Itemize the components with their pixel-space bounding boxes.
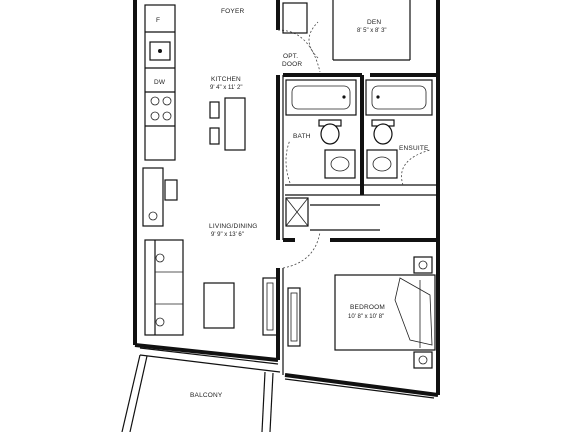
den-door-swing <box>308 21 319 59</box>
desk-chair <box>164 179 178 201</box>
desk <box>142 167 164 227</box>
lamp-icon <box>148 211 158 221</box>
room-label-ensuite: ENSUITE <box>399 145 429 152</box>
cooktop-icon <box>150 96 172 121</box>
side-table-icon <box>155 253 165 263</box>
room-label-living: LIVING/DINING <box>209 223 257 230</box>
toilet-icon <box>371 119 395 145</box>
bath-vanity <box>324 149 356 179</box>
shower <box>365 79 433 116</box>
exterior-walls <box>133 0 440 399</box>
shower-drain-icon <box>376 95 380 99</box>
opt-door-swing <box>277 29 321 73</box>
closet <box>285 197 309 227</box>
kitchen-counter <box>144 4 176 161</box>
opt-door-label-line2: DOOR <box>282 61 302 68</box>
stool <box>209 101 220 119</box>
living-door-swing <box>282 231 321 269</box>
nightstand <box>413 351 433 369</box>
bath-door-swing <box>285 139 291 184</box>
dishwasher-label: DW <box>154 79 166 86</box>
room-label-den: DEN <box>367 19 381 26</box>
nightstand <box>413 256 433 274</box>
room-dims-bedroom: 10' 8" x 10' 8" <box>348 314 384 320</box>
bed <box>334 274 436 351</box>
dresser <box>287 287 301 347</box>
coffee-table <box>203 282 235 329</box>
room-label-foyer: FOYER <box>221 8 244 15</box>
balcony-railing <box>121 354 281 432</box>
kitchen-island <box>224 97 246 151</box>
room-dims-kitchen: 9' 4" x 11' 2" <box>210 85 242 91</box>
nightstand-lamp-icon <box>418 260 428 270</box>
bathtub-inner <box>291 85 351 110</box>
nightstand-lamp-icon <box>418 355 428 365</box>
ensuite-door-swing <box>401 149 431 186</box>
room-dims-den: 8' 5" x 8' 3" <box>357 28 387 34</box>
room-label-bedroom: BEDROOM <box>350 304 385 311</box>
toilet-icon <box>318 119 342 145</box>
den-shelf <box>282 2 308 34</box>
room-label-balcony: BALCONY <box>190 392 223 399</box>
opt-door-label-line1: OPT. <box>283 53 298 60</box>
side-table-icon <box>155 317 165 327</box>
room-label-kitchen: KITCHEN <box>211 76 241 83</box>
tv-console <box>262 277 278 336</box>
room-dims-living: 9' 9" x 13' 6" <box>211 232 244 238</box>
room-label-bath: BATH <box>293 133 311 140</box>
shower-inner <box>371 85 427 110</box>
sofa <box>144 239 184 336</box>
tub-drain-icon <box>342 95 346 99</box>
sink-drain-icon <box>158 49 162 53</box>
fridge-label: F <box>156 17 160 24</box>
stool <box>209 127 220 145</box>
interior-walls <box>276 0 438 375</box>
ensuite-vanity <box>366 149 398 179</box>
